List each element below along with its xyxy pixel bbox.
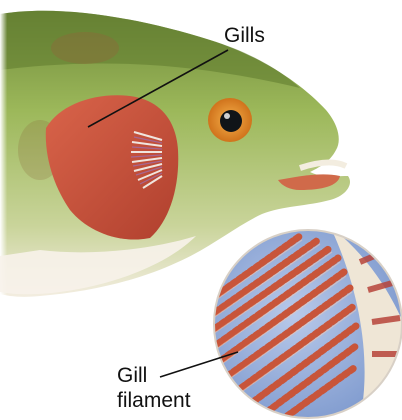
label-gill-filament-line2: filament [117, 389, 191, 413]
label-gill-filament-line1: Gill [117, 364, 147, 388]
label-gills: Gills [224, 24, 265, 48]
gill-filament-magnifier [200, 220, 402, 420]
